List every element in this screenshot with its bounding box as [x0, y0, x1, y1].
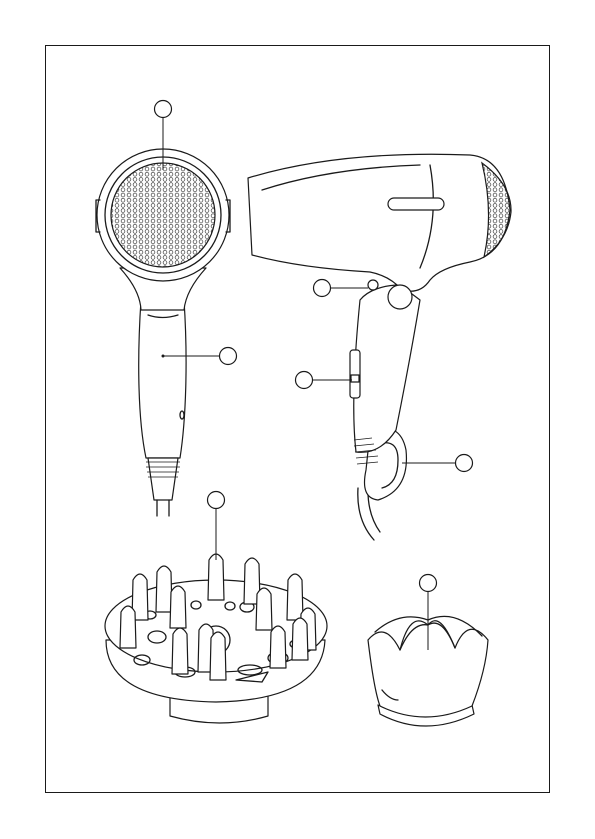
diffuser: [105, 554, 327, 723]
front-view-dryer: [96, 149, 230, 516]
side-view-dryer: [248, 154, 511, 540]
callout-speed-switch: [296, 372, 353, 389]
callout-hanging-loop: [402, 455, 473, 472]
callout-diffuser: [208, 492, 225, 561]
callout-cool-shot-button: [314, 280, 369, 297]
